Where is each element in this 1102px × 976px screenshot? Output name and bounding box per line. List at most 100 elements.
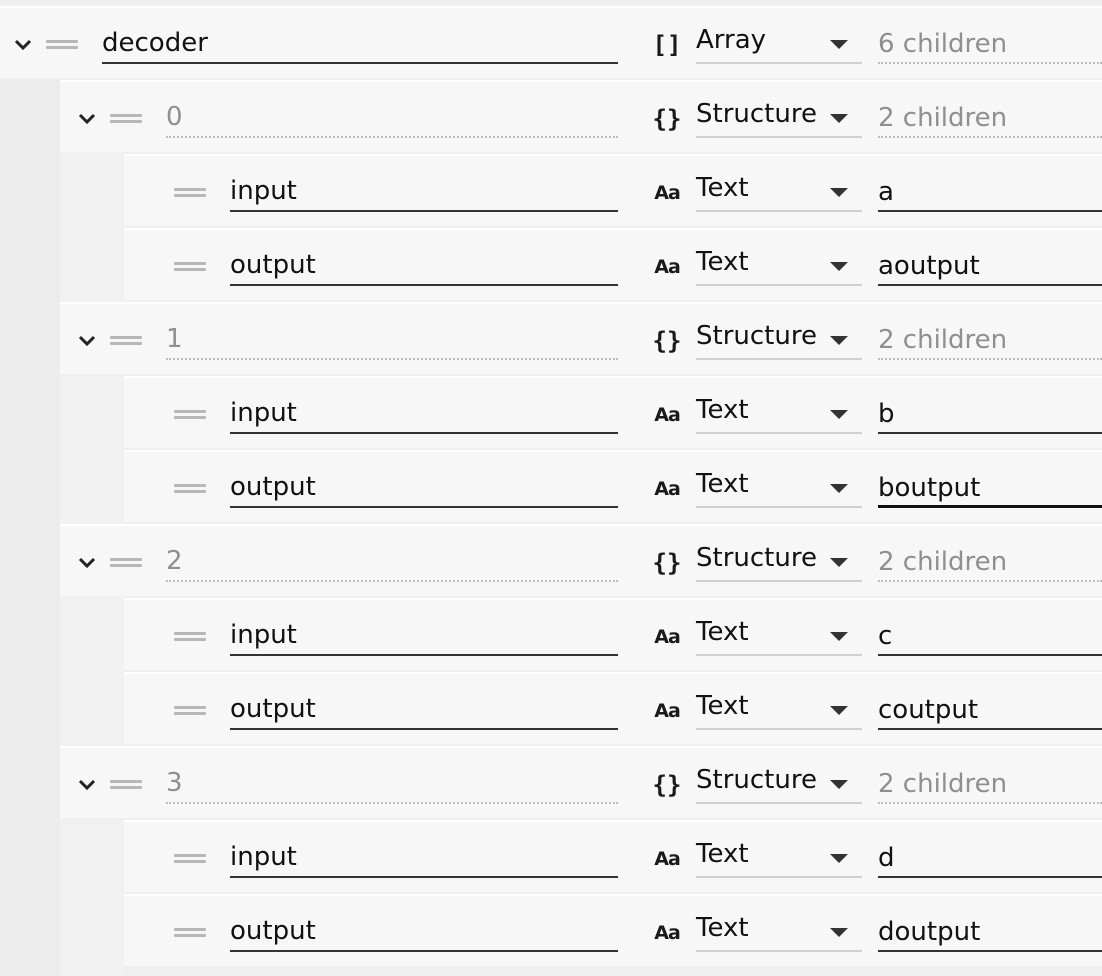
field-value-input[interactable]: boutput	[878, 468, 1102, 508]
text-type-icon: Aa	[654, 848, 681, 870]
drag-handle-icon[interactable]	[110, 334, 142, 346]
field-value-input[interactable]: b	[878, 394, 1102, 434]
text-type-icon: Aa	[654, 256, 681, 278]
structure-type-icon: {}	[652, 105, 682, 133]
type-select-label: Text	[696, 617, 749, 647]
drag-handle-icon[interactable]	[110, 556, 142, 568]
field-name-input[interactable]: input	[230, 172, 618, 212]
caret-down-icon	[830, 114, 848, 123]
field-value-input[interactable]: c	[878, 616, 1102, 656]
field-name-input[interactable]: input	[230, 394, 618, 434]
caret-down-icon	[830, 40, 848, 49]
field-value-input[interactable]: aoutput	[878, 246, 1102, 286]
type-select-label: Structure	[696, 321, 817, 351]
text-type-icon: Aa	[654, 478, 681, 500]
structure-type-icon: {}	[652, 327, 682, 355]
drag-handle-icon[interactable]	[174, 704, 206, 716]
caret-down-icon	[830, 262, 848, 271]
drag-handle-icon[interactable]	[174, 482, 206, 494]
caret-down-icon	[830, 484, 848, 493]
field-value-input[interactable]: a	[878, 172, 1102, 212]
type-select[interactable]: Structure	[696, 96, 862, 138]
drag-handle-icon[interactable]	[174, 260, 206, 272]
caret-down-icon	[830, 632, 848, 641]
children-count: 2 children	[878, 320, 1102, 360]
type-select-label: Array	[696, 25, 767, 55]
type-select-label: Text	[696, 839, 749, 869]
type-select[interactable]: Text	[696, 614, 862, 656]
tree-row-item: 1 {} Structure 2 children	[60, 302, 1102, 374]
children-count: 2 children	[878, 764, 1102, 804]
type-select-label: Text	[696, 247, 749, 277]
drag-handle-icon[interactable]	[174, 408, 206, 420]
field-name-input[interactable]: input	[230, 616, 618, 656]
type-select-label: Structure	[696, 543, 817, 573]
drag-handle-icon[interactable]	[174, 926, 206, 938]
text-type-icon: Aa	[654, 182, 681, 204]
text-type-icon: Aa	[654, 922, 681, 944]
caret-down-icon	[830, 706, 848, 715]
caret-down-icon	[830, 188, 848, 197]
type-select-label: Structure	[696, 99, 817, 129]
type-select[interactable]: Text	[696, 244, 862, 286]
chevron-down-icon[interactable]	[78, 110, 96, 128]
chevron-down-icon[interactable]	[78, 332, 96, 350]
type-select-label: Text	[696, 173, 749, 203]
caret-down-icon	[830, 558, 848, 567]
type-select[interactable]: Structure	[696, 318, 862, 360]
type-select[interactable]: Text	[696, 392, 862, 434]
field-value-input[interactable]: coutput	[878, 690, 1102, 730]
caret-down-icon	[830, 928, 848, 937]
field-name-input[interactable]: output	[230, 246, 618, 286]
text-type-icon: Aa	[654, 700, 681, 722]
field-value-input[interactable]: d	[878, 838, 1102, 878]
drag-handle-icon[interactable]	[46, 38, 78, 50]
type-select-label: Text	[696, 395, 749, 425]
type-select[interactable]: Text	[696, 466, 862, 508]
text-type-icon: Aa	[654, 626, 681, 648]
type-select[interactable]: Text	[696, 688, 862, 730]
chevron-down-icon[interactable]	[78, 776, 96, 794]
nesting-strip-root	[0, 80, 60, 976]
type-select-label: Text	[696, 691, 749, 721]
children-count: 6 children	[878, 24, 1102, 64]
type-select[interactable]: Text	[696, 910, 862, 952]
drag-handle-icon[interactable]	[110, 778, 142, 790]
caret-down-icon	[830, 410, 848, 419]
field-name-input[interactable]: output	[230, 912, 618, 952]
tree-row-field: input Aa Text d	[124, 820, 1102, 892]
drag-handle-icon[interactable]	[174, 630, 206, 642]
tree-row-field: input Aa Text c	[124, 598, 1102, 670]
field-name-input[interactable]: decoder	[102, 24, 618, 64]
children-count: 2 children	[878, 98, 1102, 138]
caret-down-icon	[830, 780, 848, 789]
field-value-input[interactable]: doutput	[878, 912, 1102, 952]
drag-handle-icon[interactable]	[110, 112, 142, 124]
type-select-label: Text	[696, 913, 749, 943]
array-type-icon: []	[652, 31, 682, 59]
field-name-input[interactable]: input	[230, 838, 618, 878]
field-name-input[interactable]: output	[230, 468, 618, 508]
item-index: 1	[166, 320, 618, 360]
chevron-down-icon[interactable]	[78, 554, 96, 572]
tree-row-field: output Aa Text doutput	[124, 894, 1102, 966]
tree-row-field: input Aa Text a	[124, 154, 1102, 226]
structure-type-icon: {}	[652, 549, 682, 577]
tree-row-field: output Aa Text boutput	[124, 450, 1102, 522]
item-index: 2	[166, 542, 618, 582]
type-select[interactable]: Text	[696, 170, 862, 212]
type-select[interactable]: Structure	[696, 540, 862, 582]
tree-row-field: output Aa Text aoutput	[124, 228, 1102, 300]
caret-down-icon	[830, 336, 848, 345]
drag-handle-icon[interactable]	[174, 852, 206, 864]
drag-handle-icon[interactable]	[174, 186, 206, 198]
type-select[interactable]: Text	[696, 836, 862, 878]
type-select[interactable]: Structure	[696, 762, 862, 804]
chevron-down-icon[interactable]	[14, 36, 32, 54]
type-select[interactable]: Array	[696, 22, 862, 64]
field-name-input[interactable]: output	[230, 690, 618, 730]
